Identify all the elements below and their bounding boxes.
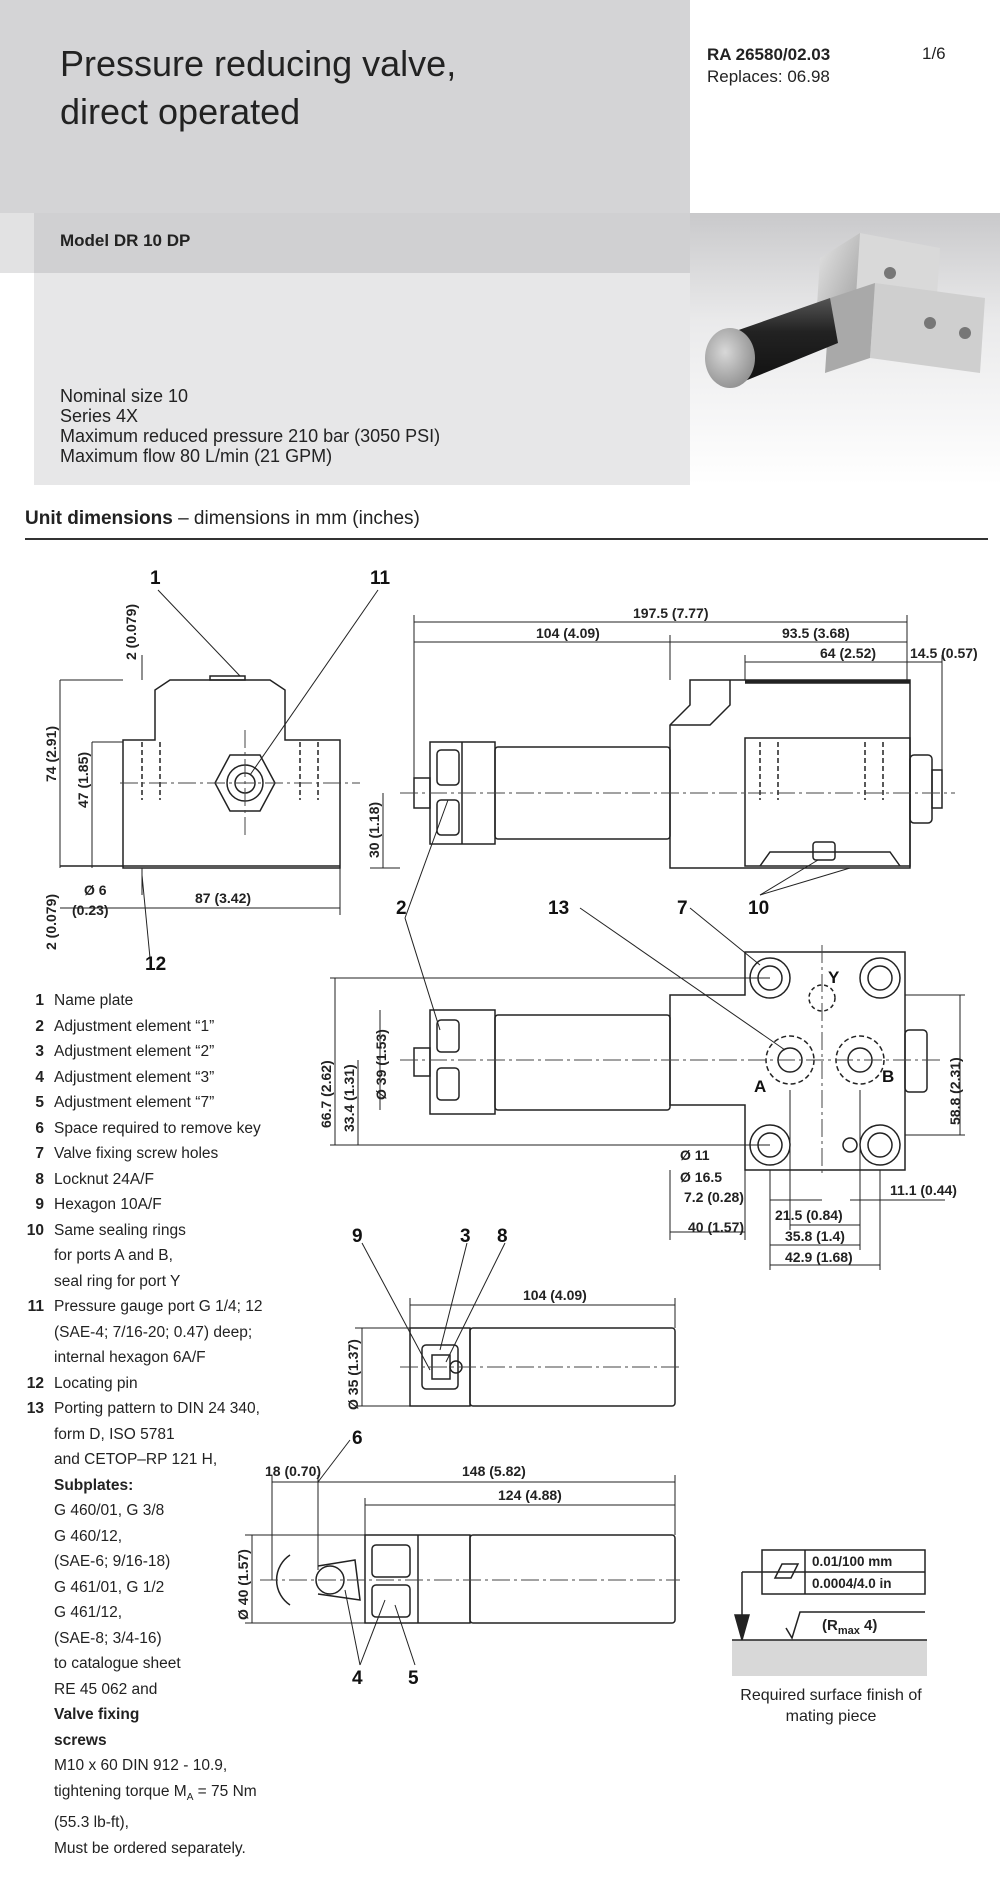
callout-5: 5	[408, 1668, 419, 1689]
spec-list: Nominal size 10 Series 4X Maximum reduce…	[60, 386, 440, 466]
dim-18: 18 (0.70)	[265, 1463, 321, 1479]
port-y-label: Y	[828, 968, 840, 987]
dim-87: 87 (3.42)	[195, 890, 251, 906]
dim-111: 11.1 (0.44)	[890, 1182, 957, 1198]
spec-item: Maximum reduced pressure 210 bar (3050 P…	[60, 426, 441, 446]
dim-35: Ø 35 (1.37)	[345, 1339, 361, 1410]
dim-64: 64 (2.52)	[820, 645, 876, 661]
dim-phi6-in: (0.23)	[72, 902, 109, 918]
dim-40: 40 (1.57)	[688, 1219, 744, 1235]
page-title: Pressure reducing valve, direct operated	[60, 40, 456, 136]
spec-box	[34, 273, 690, 485]
surface-finish-symbol	[734, 1549, 926, 1643]
dim-148: 148 (5.82)	[462, 1463, 526, 1479]
adjustment-view-3	[275, 1534, 676, 1624]
dim-58: 58.8 (2.31)	[947, 1057, 963, 1125]
rmax-label: (Rmax 4)	[822, 1617, 877, 1637]
port-a-label: A	[754, 1077, 766, 1096]
model-name: Model DR 10 DP	[60, 231, 191, 250]
dim-phi40: Ø 40 (1.57)	[235, 1549, 251, 1620]
doc-number: RA 26580/02.03	[707, 45, 831, 64]
model-band	[34, 213, 690, 273]
callout-10: 10	[748, 898, 769, 919]
dim-2-bottom: 2 (0.079)	[43, 894, 59, 950]
callout-2: 2	[396, 898, 407, 919]
title-line-2: direct operated	[60, 91, 301, 132]
dim-74: 74 (2.91)	[43, 726, 59, 782]
dim-197: 197.5 (7.77)	[633, 605, 709, 621]
dim-66: 66.7 (2.62)	[318, 1060, 334, 1128]
title-line-1: Pressure reducing valve,	[60, 43, 457, 84]
valve-photo-illustration	[705, 233, 985, 388]
spec-item: Maximum flow 80 L/min (21 GPM)	[60, 446, 333, 466]
port-b-label: B	[882, 1067, 894, 1086]
dim-30: 30 (1.18)	[366, 802, 382, 858]
callout-13: 13	[548, 898, 569, 919]
product-photo	[690, 213, 1000, 485]
document-reference: RA 26580/02.03 Replaces: 06.98	[707, 44, 830, 88]
dim-phi6: Ø 6	[84, 882, 107, 898]
callout-3: 3	[460, 1226, 471, 1247]
plan-view-body	[413, 951, 928, 1171]
dim-429: 42.9 (1.68)	[785, 1249, 853, 1265]
dim-2-top: 2 (0.079)	[123, 604, 139, 660]
section-title-rest: – dimensions in mm (inches)	[172, 508, 420, 529]
callout-11: 11	[370, 568, 391, 589]
callout-4: 4	[352, 1668, 363, 1689]
callout-9: 9	[352, 1226, 363, 1247]
callout-12: 12	[145, 954, 166, 975]
callout-7: 7	[677, 898, 688, 919]
dim-124: 124 (4.88)	[498, 1487, 562, 1503]
side-view-body	[60, 675, 341, 869]
drawing-lines	[59, 589, 965, 1666]
dim-104-mid: 104 (4.09)	[523, 1287, 587, 1303]
section-title: Unit dimensions – dimensions in mm (inch…	[25, 508, 420, 530]
top-view-body	[413, 679, 943, 869]
dimension-lines	[59, 615, 965, 1624]
dim-14: 14.5 (0.57)	[910, 645, 978, 661]
callout-8: 8	[497, 1226, 508, 1247]
callout-6: 6	[352, 1428, 363, 1449]
dim-phi165: Ø 16.5	[680, 1169, 722, 1185]
mating-surface	[732, 1640, 927, 1676]
leader-lines	[141, 589, 851, 1666]
replaces-note: Replaces: 06.98	[707, 67, 830, 86]
dim-72: 7.2 (0.28)	[684, 1189, 744, 1205]
dim-phi11: Ø 11	[680, 1147, 710, 1163]
dim-93: 93.5 (3.68)	[782, 625, 850, 641]
dim-215: 21.5 (0.84)	[775, 1207, 843, 1223]
dim-47: 47 (1.85)	[75, 752, 91, 808]
page-number: 1/6	[922, 44, 946, 63]
tolerance-imperial: 0.0004/4.0 in	[812, 1576, 892, 1591]
section-title-bold: Unit dimensions	[25, 508, 173, 529]
header-title-band	[0, 0, 690, 213]
section-rule	[25, 538, 988, 540]
dim-104-top: 104 (4.09)	[536, 625, 600, 641]
centre-lines	[120, 730, 955, 1581]
spec-item: Series 4X	[60, 406, 139, 426]
tolerance-metric: 0.01/100 mm	[812, 1554, 892, 1569]
dim-33: 33.4 (1.31)	[341, 1064, 357, 1132]
spec-item: Nominal size 10	[60, 386, 189, 406]
callout-1: 1	[150, 568, 161, 589]
dim-358: 35.8 (1.4)	[785, 1228, 845, 1244]
dim-39: Ø 39 (1.53)	[373, 1029, 389, 1100]
